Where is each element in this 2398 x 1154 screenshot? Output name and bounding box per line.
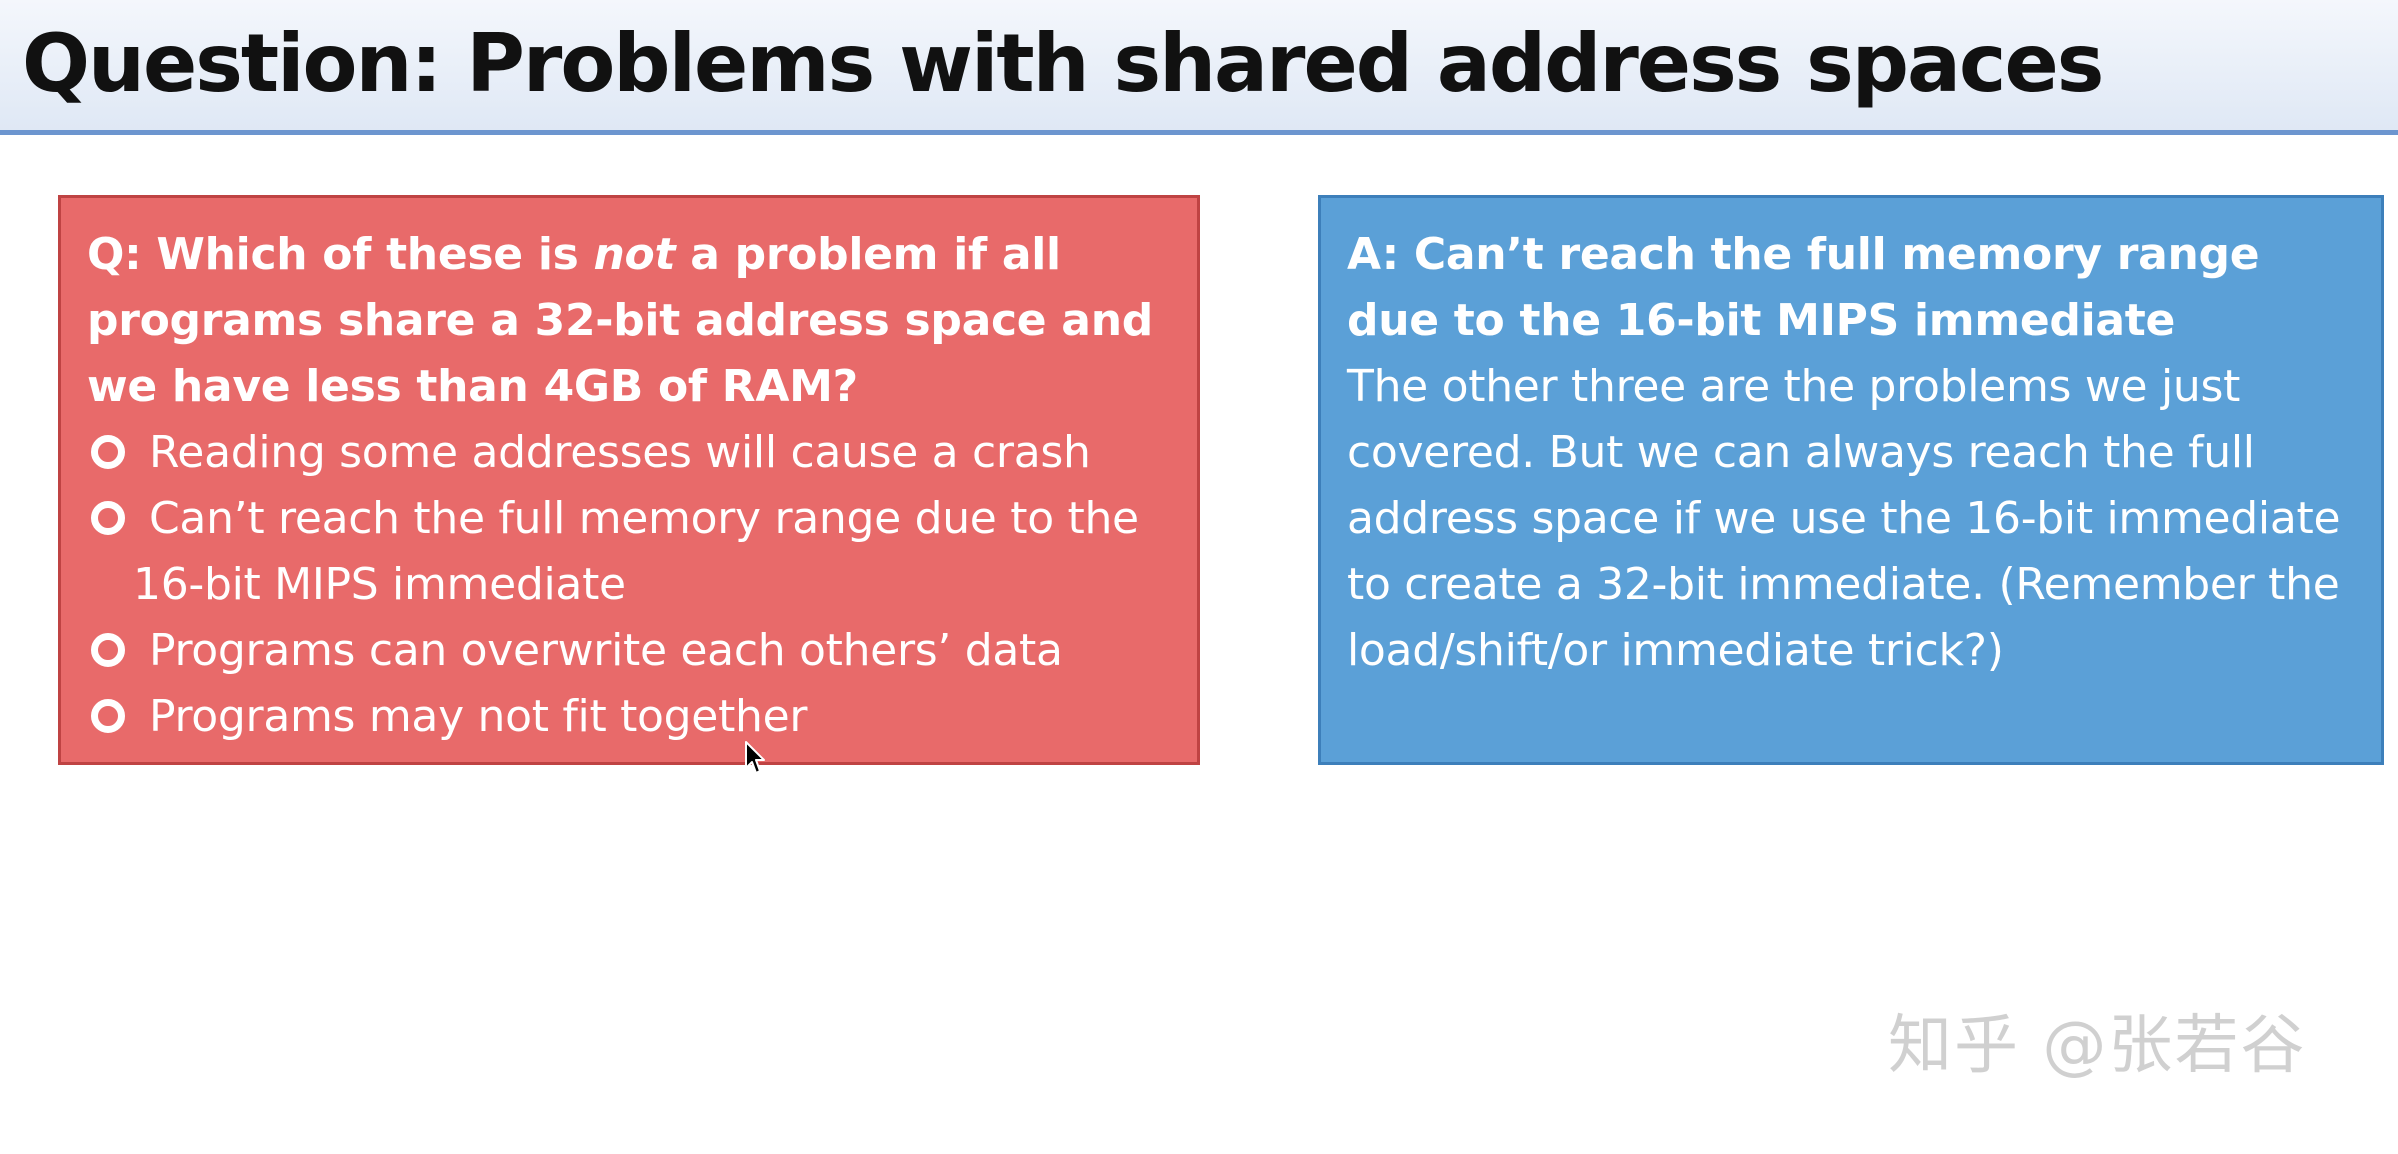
answer-body: The other three are the problems we just… [1347, 361, 2341, 676]
answer-options: Reading some addresses will cause a cras… [87, 420, 1171, 750]
circle-bullet-icon [91, 633, 125, 667]
option-label: Reading some addresses will cause a cras… [149, 427, 1091, 478]
option-item: Reading some addresses will cause a cras… [87, 420, 1171, 486]
option-item: Can’t reach the full memory range due to… [87, 486, 1171, 618]
answer-box: A: Can’t reach the full memory range due… [1318, 195, 2384, 765]
circle-bullet-icon [91, 435, 125, 469]
question-box: Q: Which of these is not a problem if al… [58, 195, 1200, 765]
option-label: Programs can overwrite each others’ data [149, 625, 1063, 676]
question-emphasis: not [593, 229, 676, 280]
option-label: Programs may not fit together [149, 691, 808, 742]
circle-bullet-icon [91, 501, 125, 535]
circle-bullet-icon [91, 699, 125, 733]
option-label-continued: 16-bit MIPS immediate [133, 559, 626, 610]
question-prefix: Q: Which of these is [87, 229, 594, 280]
question-text: Q: Which of these is not a problem if al… [87, 222, 1171, 420]
option-item: Programs may not fit together [87, 684, 1171, 750]
answer-heading: A: Can’t reach the full memory range due… [1347, 229, 2260, 346]
mouse-pointer-icon [745, 741, 765, 774]
watermark: 知乎 @张若谷 [1888, 1009, 2307, 1083]
option-label: Can’t reach the full memory range due to… [149, 493, 1139, 544]
slide-title: Question: Problems with shared address s… [22, 17, 2104, 110]
option-item: Programs can overwrite each others’ data [87, 618, 1171, 684]
question-suffix: a problem if all programs share a 32-bit… [87, 229, 1153, 412]
title-bar: Question: Problems with shared address s… [0, 0, 2398, 135]
